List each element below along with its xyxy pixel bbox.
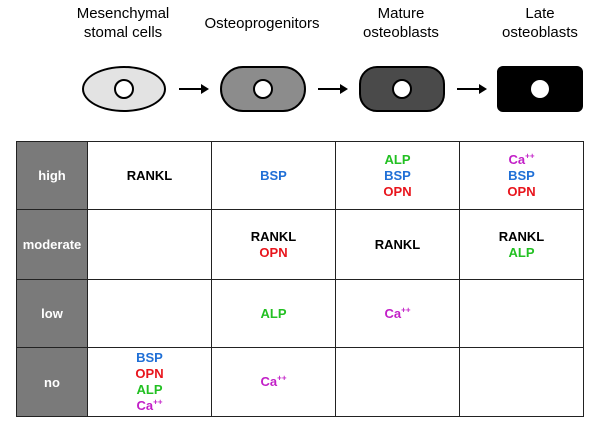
- marker-label: BSP: [384, 167, 411, 183]
- table-cell: [459, 279, 584, 348]
- marker-label: RANKL: [250, 228, 297, 244]
- marker-label: ALP: [384, 151, 411, 167]
- marker-label: Ca++: [136, 397, 163, 413]
- nucleus-icon: [392, 79, 412, 99]
- marker-label: RANKL: [126, 167, 173, 183]
- osteoprogenitor-cell-icon: [220, 66, 306, 112]
- marker-label: OPN: [259, 244, 288, 260]
- table-cell: RANKL: [87, 141, 212, 210]
- stage-label-osteoprogenitors: Osteoprogenitors: [204, 15, 320, 32]
- marker-label: BSP: [260, 167, 287, 183]
- marker-label: Ca++: [260, 373, 287, 389]
- nucleus-icon: [253, 79, 273, 99]
- table-cell: [459, 347, 584, 417]
- marker-label: BSP: [136, 350, 163, 365]
- late-osteoblast-cell-icon: [497, 66, 583, 112]
- row-label-moderate: moderate: [16, 209, 88, 280]
- marker-label: OPN: [135, 366, 164, 381]
- row-label-low: low: [16, 279, 88, 348]
- table-cell: ALP: [211, 279, 336, 348]
- table-cell: BSP: [211, 141, 336, 210]
- stage-label-late-osteoblasts: Late osteoblasts: [502, 5, 578, 41]
- table-cell: Ca++: [335, 279, 460, 348]
- marker-label: ALP: [508, 244, 535, 260]
- nucleus-icon: [114, 79, 134, 99]
- stage-label-mesenchymal: Mesenchymal stomal cells: [76, 5, 170, 41]
- table-cell: Ca++: [211, 347, 336, 417]
- row-label-high: high: [16, 141, 88, 210]
- marker-label: Ca++: [384, 305, 411, 321]
- nucleus-icon: [531, 80, 549, 98]
- table-cell: [87, 209, 212, 280]
- arrow-icon: [318, 84, 348, 94]
- mature-osteoblast-cell-icon: [359, 66, 445, 112]
- marker-label: RANKL: [498, 228, 545, 244]
- mesenchymal-cell-icon: [82, 66, 166, 112]
- table-cell: RANKL: [335, 209, 460, 280]
- marker-label: ALP: [136, 382, 163, 397]
- marker-label: Ca++: [508, 151, 535, 167]
- arrow-icon: [457, 84, 487, 94]
- marker-label: RANKL: [374, 236, 421, 252]
- marker-label: OPN: [507, 183, 536, 199]
- row-label-no: no: [16, 347, 88, 417]
- table-cell: [335, 347, 460, 417]
- arrow-icon: [179, 84, 209, 94]
- marker-label: ALP: [260, 305, 287, 321]
- table-cell: [87, 279, 212, 348]
- stage-label-mature-osteoblasts: Mature osteoblasts: [363, 5, 439, 41]
- marker-label: BSP: [508, 167, 535, 183]
- marker-label: OPN: [383, 183, 412, 199]
- table-row: low ALP Ca++: [16, 279, 584, 348]
